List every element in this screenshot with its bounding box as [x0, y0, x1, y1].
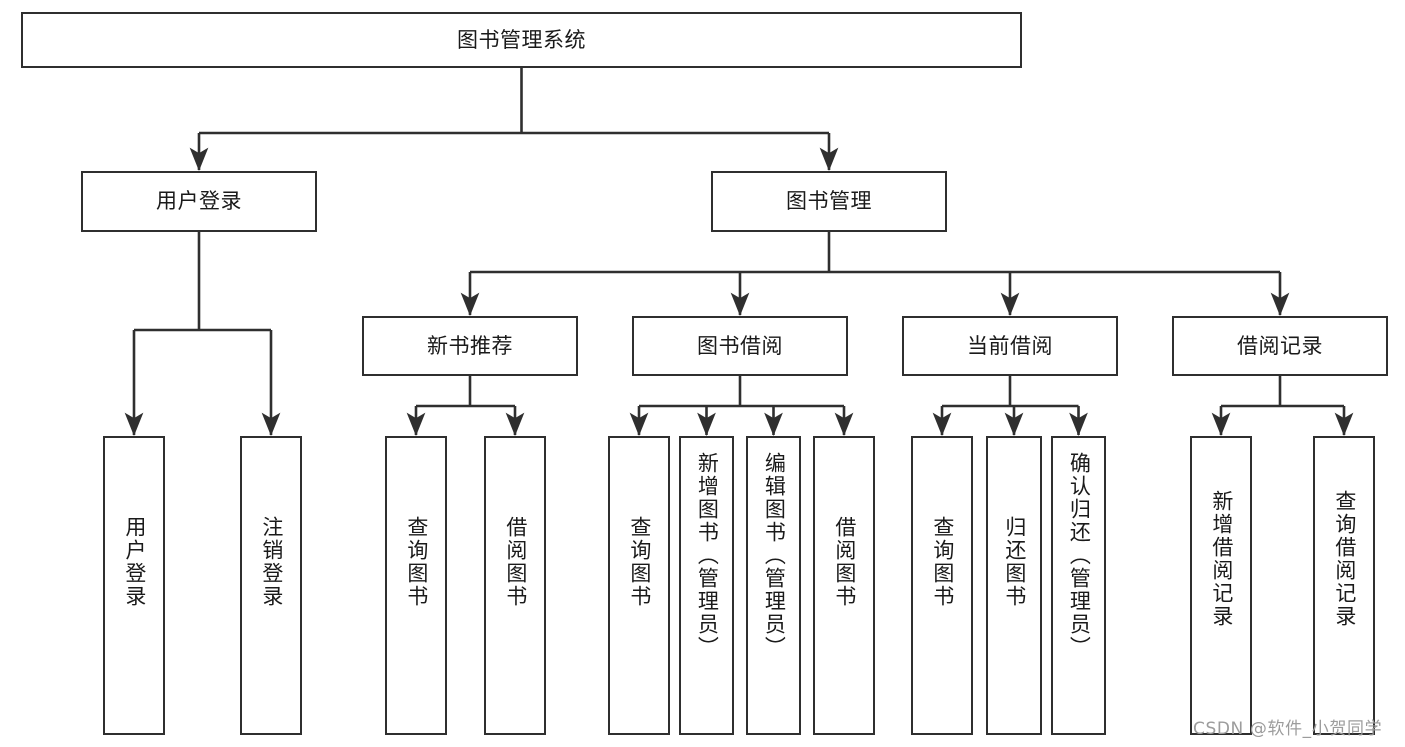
- node-l-addrec[interactable]: 新增借阅记录: [1190, 436, 1252, 735]
- node-label: 编辑图书（管理员）: [762, 452, 787, 659]
- csdn-watermark: CSDN @软件_小贺同学: [1193, 719, 1383, 739]
- node-label: 查询借阅记录: [1332, 490, 1357, 628]
- node-l-add[interactable]: 新增图书（管理员）: [679, 436, 734, 735]
- node-l-qrec[interactable]: 查询借阅记录: [1313, 436, 1375, 735]
- node-label: 用户登录: [156, 189, 242, 214]
- node-l-q1[interactable]: 查询图书: [385, 436, 447, 735]
- node-l-q2[interactable]: 查询图书: [608, 436, 670, 735]
- node-label: 借阅图书: [832, 516, 857, 608]
- node-label: 图书管理系统: [457, 27, 586, 52]
- node-root[interactable]: 图书管理系统: [21, 12, 1022, 68]
- node-label: 借阅记录: [1237, 333, 1323, 358]
- node-label: 查询图书: [404, 516, 429, 608]
- node-label: 图书管理: [786, 189, 872, 214]
- node-label: 确认归还（管理员）: [1067, 452, 1092, 659]
- node-l-b2[interactable]: 借阅图书: [813, 436, 875, 735]
- node-label: 查询图书: [930, 516, 955, 608]
- node-l-edit[interactable]: 编辑图书（管理员）: [746, 436, 801, 735]
- node-l-return[interactable]: 归还图书: [986, 436, 1042, 735]
- node-records[interactable]: 借阅记录: [1172, 316, 1388, 376]
- node-l-confirm[interactable]: 确认归还（管理员）: [1051, 436, 1106, 735]
- node-bookmgmt[interactable]: 图书管理: [711, 171, 947, 232]
- node-l-q3[interactable]: 查询图书: [911, 436, 973, 735]
- node-label: 归还图书: [1002, 516, 1027, 608]
- node-label: 新书推荐: [427, 333, 513, 358]
- node-l-login[interactable]: 用户登录: [103, 436, 165, 735]
- node-l-b1[interactable]: 借阅图书: [484, 436, 546, 735]
- node-label: 图书借阅: [697, 333, 783, 358]
- node-current[interactable]: 当前借阅: [902, 316, 1118, 376]
- node-label: 查询图书: [627, 516, 652, 608]
- node-newbook[interactable]: 新书推荐: [362, 316, 578, 376]
- node-label: 注销登录: [259, 516, 284, 608]
- node-label: 借阅图书: [503, 516, 528, 608]
- node-label: 新增借阅记录: [1209, 490, 1234, 628]
- node-l-logout[interactable]: 注销登录: [240, 436, 302, 735]
- node-label: 当前借阅: [967, 333, 1053, 358]
- node-login[interactable]: 用户登录: [81, 171, 317, 232]
- node-borrow[interactable]: 图书借阅: [632, 316, 848, 376]
- node-label: 新增图书（管理员）: [695, 452, 720, 659]
- node-label: 用户登录: [122, 516, 147, 608]
